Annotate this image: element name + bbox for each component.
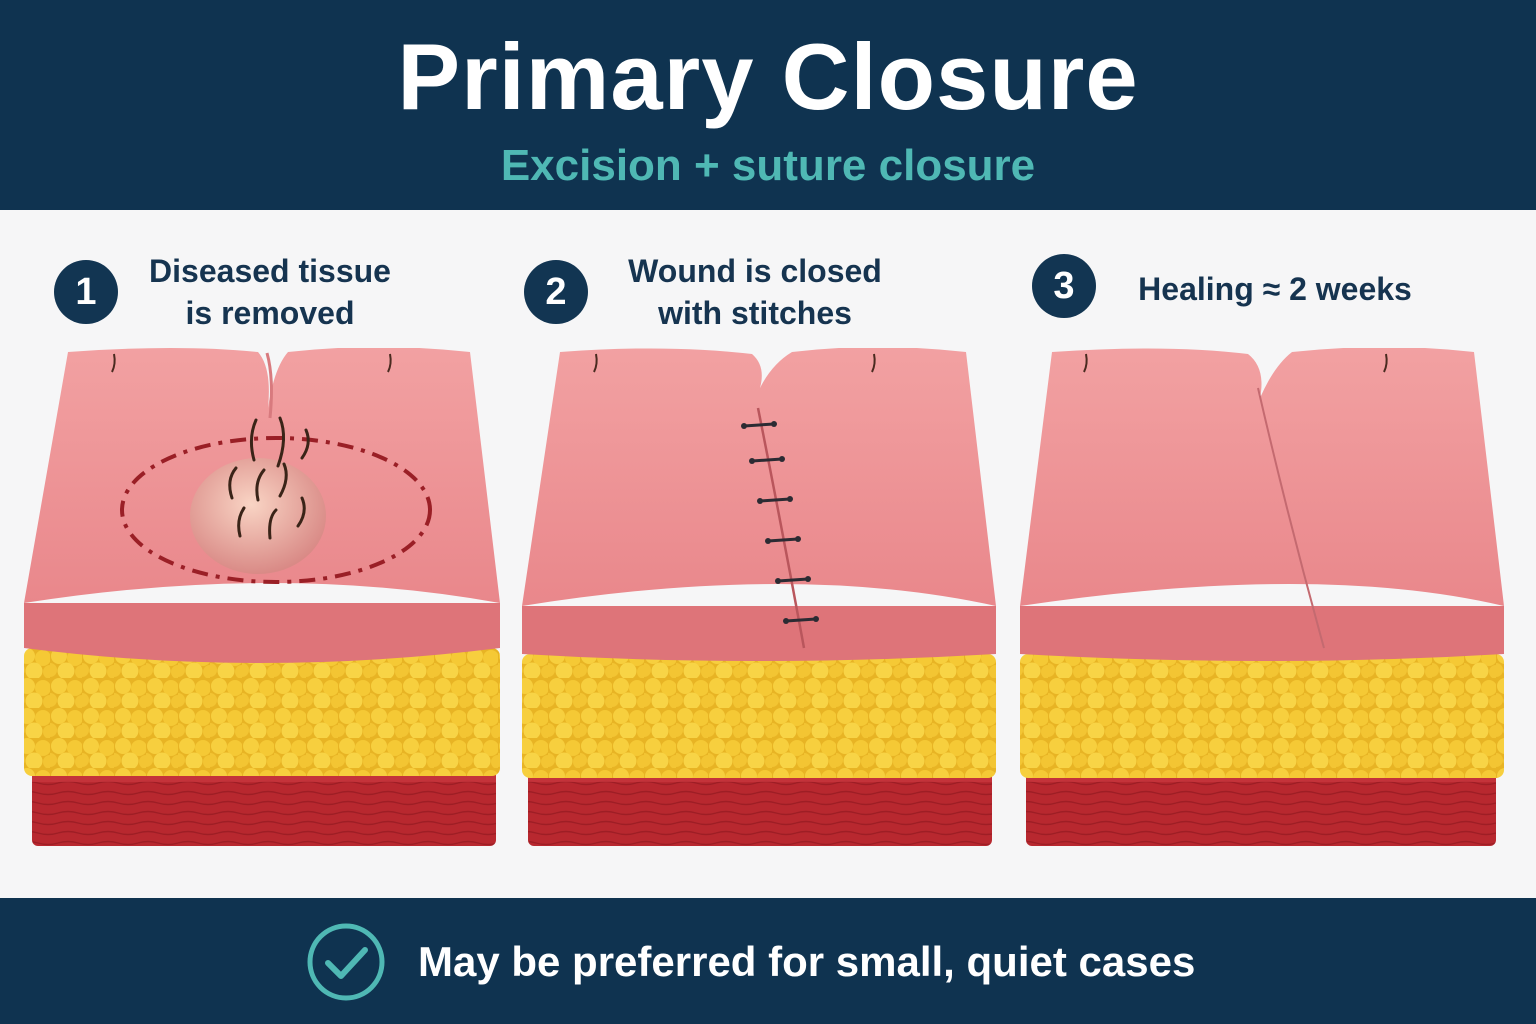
page-title: Primary Closure: [397, 24, 1139, 129]
check-circle-icon: [307, 923, 385, 1001]
step-3-label: Healing ≈ 2 weeks: [1138, 271, 1412, 307]
step-1-badge: 1: [54, 260, 118, 324]
fat-layer: [24, 648, 500, 776]
fat-layer: [1020, 654, 1504, 778]
muscle-layer: [32, 766, 496, 846]
excision-outline: [120, 436, 432, 584]
sutured-wound-illustration: [522, 348, 996, 846]
steps-panel: 1 Diseased tissue is removed 2 Wound is …: [0, 210, 1536, 898]
skin-lesion-excision-illustration: [24, 348, 500, 846]
healed-scar-illustration: [1020, 348, 1504, 846]
step-1-label: Diseased tissue is removed: [149, 253, 391, 331]
scar-line: [1257, 387, 1325, 649]
lesion: [190, 416, 326, 574]
footer-note: May be preferred for small, quiet cases: [418, 938, 1196, 985]
skin-layer: [1020, 348, 1504, 661]
skin-layer: [522, 348, 996, 661]
page-subtitle: Excision + suture closure: [500, 141, 1036, 190]
header: Primary Closure Excision + suture closur…: [0, 0, 1536, 210]
footer: May be preferred for small, quiet cases: [0, 898, 1536, 1024]
fat-layer: [522, 654, 996, 778]
stitches: [742, 422, 818, 623]
incision-line: [756, 407, 806, 649]
step-3-badge: 3: [1032, 254, 1096, 318]
step-2-badge: 2: [524, 260, 588, 324]
step-2-label: Wound is closed with stitches: [628, 253, 882, 331]
